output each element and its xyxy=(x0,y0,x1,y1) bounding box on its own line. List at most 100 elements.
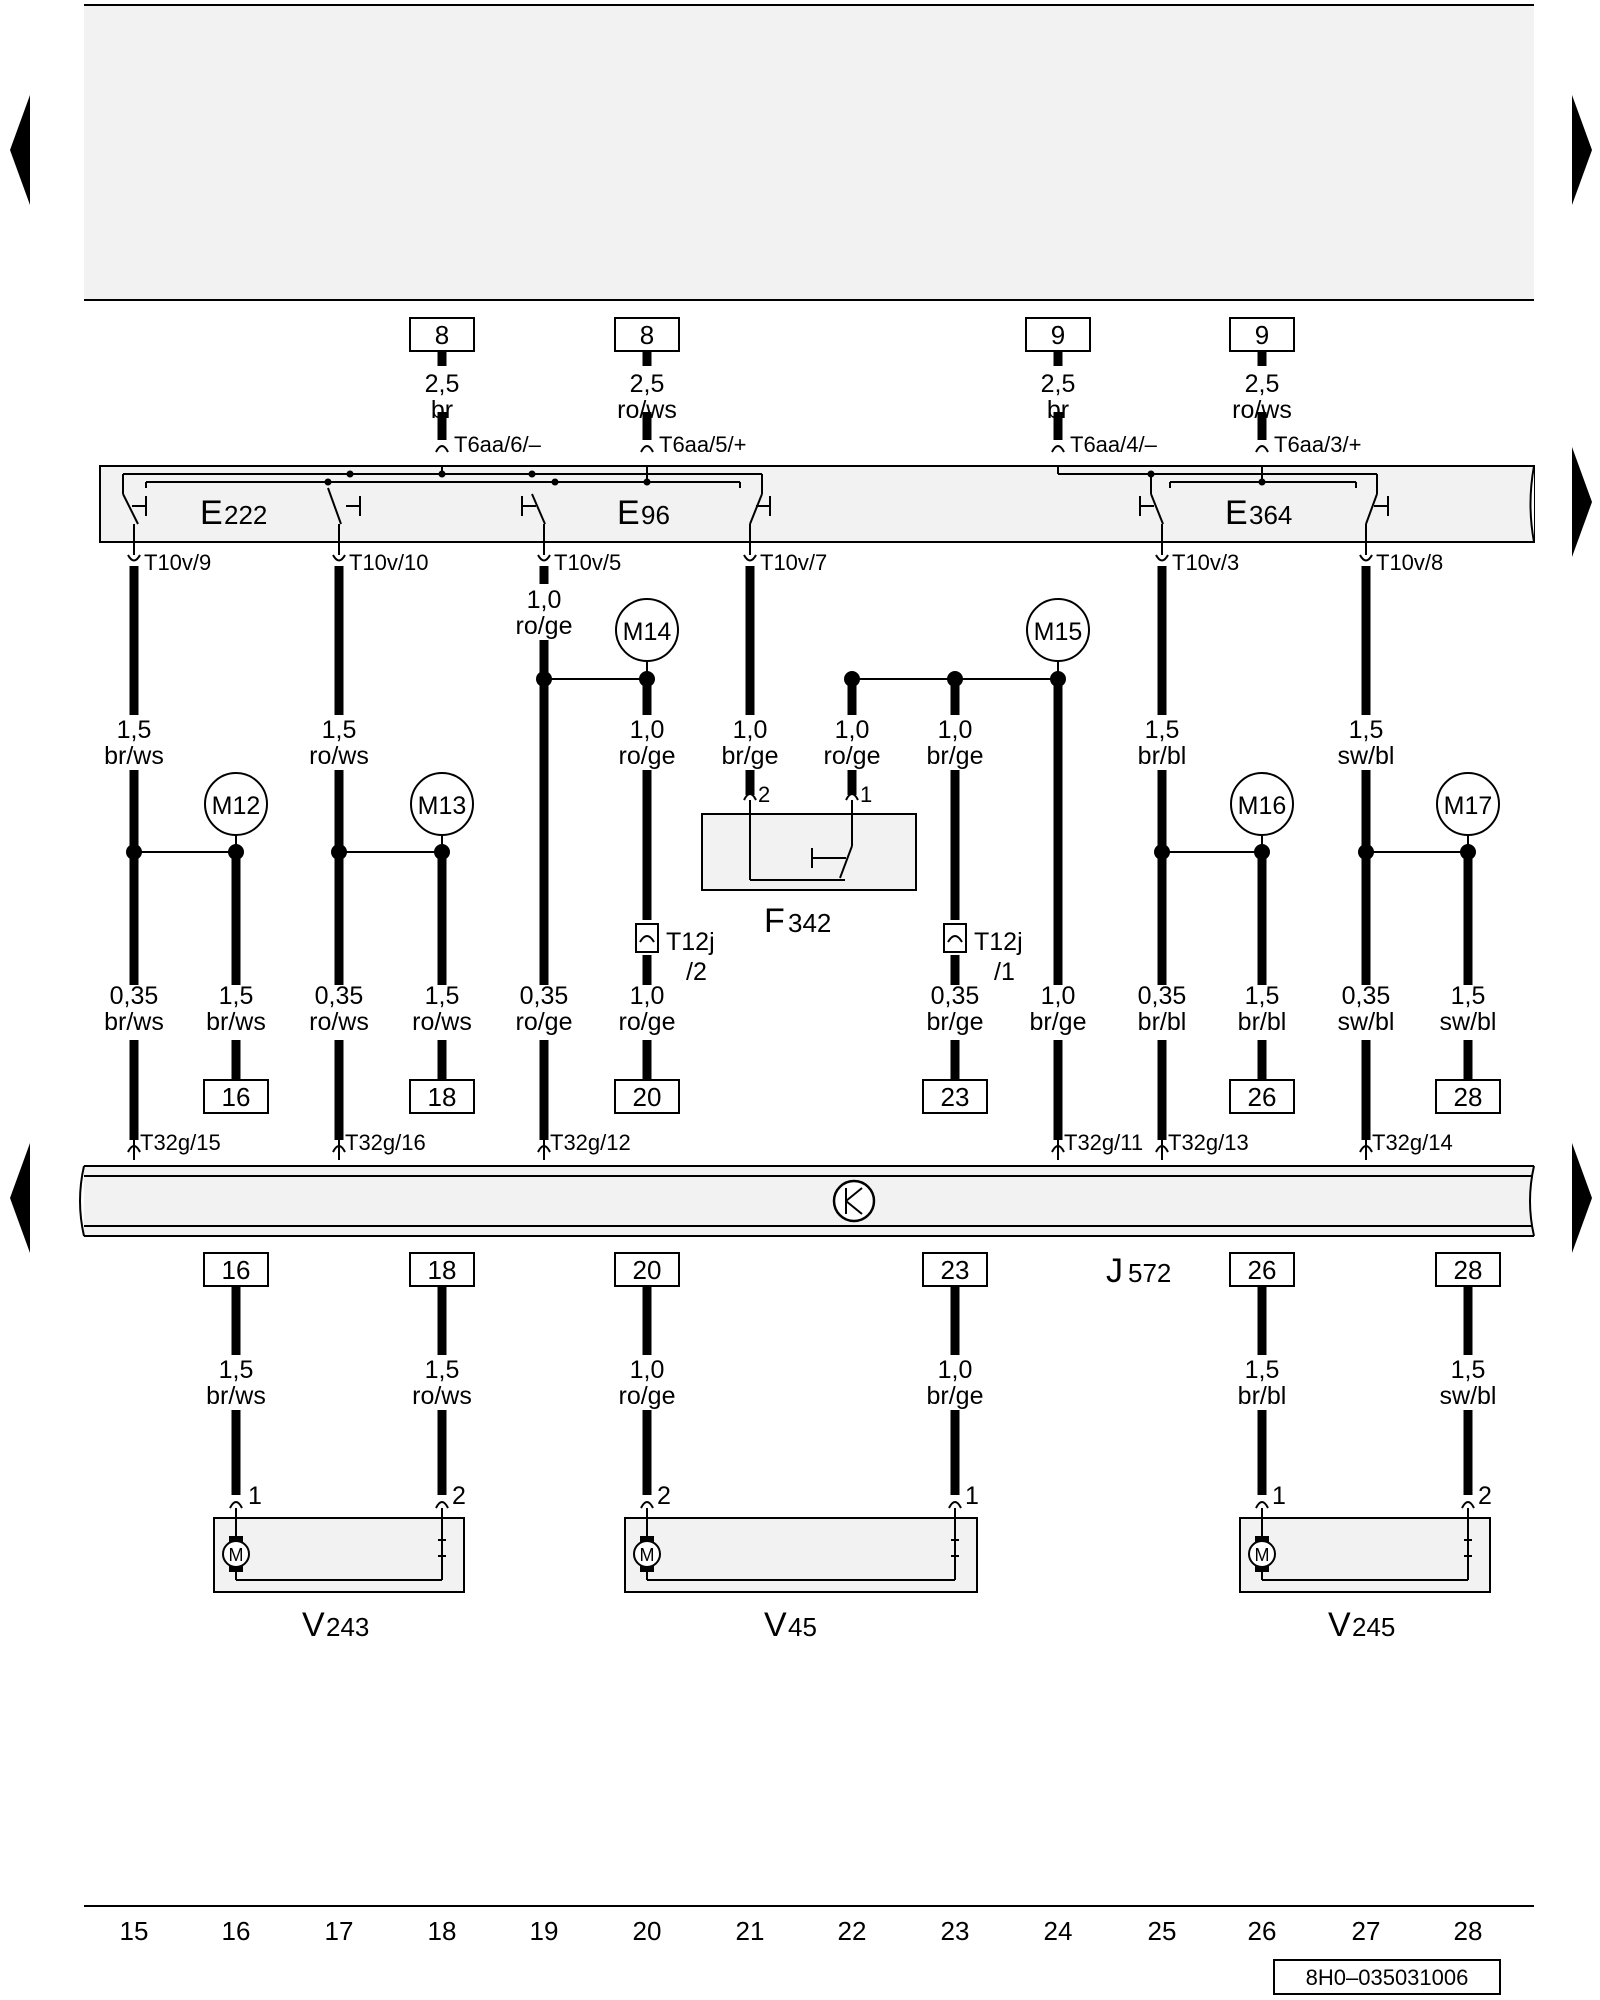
column-number: 27 xyxy=(1352,1916,1381,1946)
motor-icon xyxy=(633,1540,661,1568)
switch-e222-letter: E xyxy=(200,494,223,532)
wire-size: 1,5 xyxy=(425,982,460,1010)
connector-label: T6aa/4/– xyxy=(1070,432,1158,457)
wire-color: br/ge xyxy=(927,1008,984,1036)
wire-color: br/bl xyxy=(1238,1382,1287,1410)
column-number: 22 xyxy=(838,1916,867,1946)
wire-color: ro/ws xyxy=(617,396,677,424)
top-ref-label: 8 xyxy=(640,320,654,350)
connector-label: T10v/10 xyxy=(349,550,429,575)
ground-point-label: M12 xyxy=(212,792,261,820)
connector-mark xyxy=(332,1145,346,1153)
connector-t12j-1: T12j /1 xyxy=(943,923,1023,986)
column-number: 25 xyxy=(1148,1916,1177,1946)
wire-size: 1,5 xyxy=(219,1356,254,1384)
wire-size: 0,35 xyxy=(931,982,980,1010)
wire-size: 0,35 xyxy=(315,982,364,1010)
wire-color: ro/ws xyxy=(309,742,369,770)
f342-pin-left: 2 xyxy=(758,782,770,807)
mid-ref-label: 23 xyxy=(941,1082,970,1112)
connector-label: T6aa/5/+ xyxy=(659,432,746,457)
wire-color: br/bl xyxy=(1238,1008,1287,1036)
column-number: 15 xyxy=(120,1916,149,1946)
connector-label: T6aa/6/– xyxy=(454,432,542,457)
connector-mark xyxy=(537,1145,551,1153)
motor-symbol: M xyxy=(1255,1545,1270,1565)
document-code-text: 8H0–035031006 xyxy=(1306,1965,1469,1990)
wire-color: br/ws xyxy=(104,742,164,770)
wire-size: 1,0 xyxy=(630,982,665,1010)
top-ref-8a: 8 xyxy=(409,317,475,352)
mid-ref-label: 18 xyxy=(428,1082,457,1112)
motor-v243-letter: V xyxy=(302,1606,325,1644)
mid-ref-23: 23 xyxy=(922,1079,988,1114)
bottom-ref-16: 16 xyxy=(203,1252,269,1287)
motor-v245: M xyxy=(1239,1508,1491,1593)
connector-mark xyxy=(1255,1501,1269,1509)
column-number: 18 xyxy=(428,1916,457,1946)
connector-label: T10v/9 xyxy=(144,550,211,575)
connector-label: T32g/15 xyxy=(140,1130,221,1155)
nav-right-arrow-lower[interactable] xyxy=(1572,1143,1592,1253)
nav-left-arrow-lower[interactable] xyxy=(10,1143,30,1253)
connector-label: T32g/13 xyxy=(1168,1130,1249,1155)
connector-label: T32g/11 xyxy=(1064,1130,1143,1155)
splice-dot xyxy=(331,844,347,860)
ground-point-m16: M16 xyxy=(1230,772,1294,852)
connector-mark xyxy=(1359,554,1373,562)
t12j-name: T12j xyxy=(974,928,1023,956)
wire-color: ro/ge xyxy=(619,742,676,770)
column-number: 23 xyxy=(941,1916,970,1946)
motor-pin: 2 xyxy=(657,1482,671,1510)
wire-size: 1,5 xyxy=(1349,716,1384,744)
mid-ref-label: 26 xyxy=(1248,1082,1277,1112)
wire-color: sw/bl xyxy=(1440,1008,1497,1036)
connector-mark xyxy=(1359,1145,1373,1153)
wire-size: 0,35 xyxy=(1138,982,1187,1010)
motor-symbol: M xyxy=(229,1545,244,1565)
wire-color: br/bl xyxy=(1138,1008,1187,1036)
ground-point-label: M14 xyxy=(623,618,672,646)
column-number: 28 xyxy=(1454,1916,1483,1946)
connector-mark xyxy=(127,554,141,562)
mid-ref-26: 26 xyxy=(1229,1079,1295,1114)
j572-number: 572 xyxy=(1128,1258,1171,1288)
wire-color: br/ws xyxy=(104,1008,164,1036)
wire-color: ro/ge xyxy=(516,612,573,640)
nav-right-arrow-upper[interactable] xyxy=(1572,447,1592,557)
switch-panel: E 222 E 96 E 364 xyxy=(99,465,1535,543)
wire-color: br/ge xyxy=(722,742,779,770)
mid-ref-label: 28 xyxy=(1454,1082,1483,1112)
wire-size: 1,5 xyxy=(117,716,152,744)
bottom-ref-label: 18 xyxy=(428,1255,457,1285)
column-number: 16 xyxy=(222,1916,251,1946)
wire-size: 0,35 xyxy=(110,982,159,1010)
ground-point-label: M17 xyxy=(1444,792,1493,820)
nav-left-arrow-top[interactable] xyxy=(10,95,30,205)
top-ref-label: 9 xyxy=(1051,320,1065,350)
connector-mark xyxy=(537,554,551,562)
mid-ref-20: 20 xyxy=(614,1079,680,1114)
switch-f342: 2 1 F 342 xyxy=(701,782,917,940)
document-code: 8H0–035031006 xyxy=(1273,1959,1501,1995)
ground-point-label: M13 xyxy=(418,792,467,820)
switch-e364-letter: E xyxy=(1225,494,1248,532)
ground-point-m12: M12 xyxy=(204,772,268,852)
wire-size: 0,35 xyxy=(1342,982,1391,1010)
bottom-ref-label: 26 xyxy=(1248,1255,1277,1285)
connector-mark xyxy=(1461,1501,1475,1509)
wire-size: 1,5 xyxy=(1245,1356,1280,1384)
splice-dot xyxy=(844,671,860,687)
wire-color: br xyxy=(1047,396,1069,424)
wire-color: ro/ws xyxy=(412,1008,472,1036)
switch-e222-number: 222 xyxy=(224,500,267,530)
motor-v243: M xyxy=(213,1508,465,1593)
wire-color: br/ge xyxy=(1030,1008,1087,1036)
motor-icon xyxy=(1248,1540,1276,1568)
wire-color: sw/bl xyxy=(1440,1382,1497,1410)
nav-right-arrow-top[interactable] xyxy=(1572,95,1592,205)
connector-mark xyxy=(1255,445,1269,453)
bottom-ref-18: 18 xyxy=(409,1252,475,1287)
wire-size: 0,35 xyxy=(520,982,569,1010)
wire-color: sw/bl xyxy=(1338,742,1395,770)
